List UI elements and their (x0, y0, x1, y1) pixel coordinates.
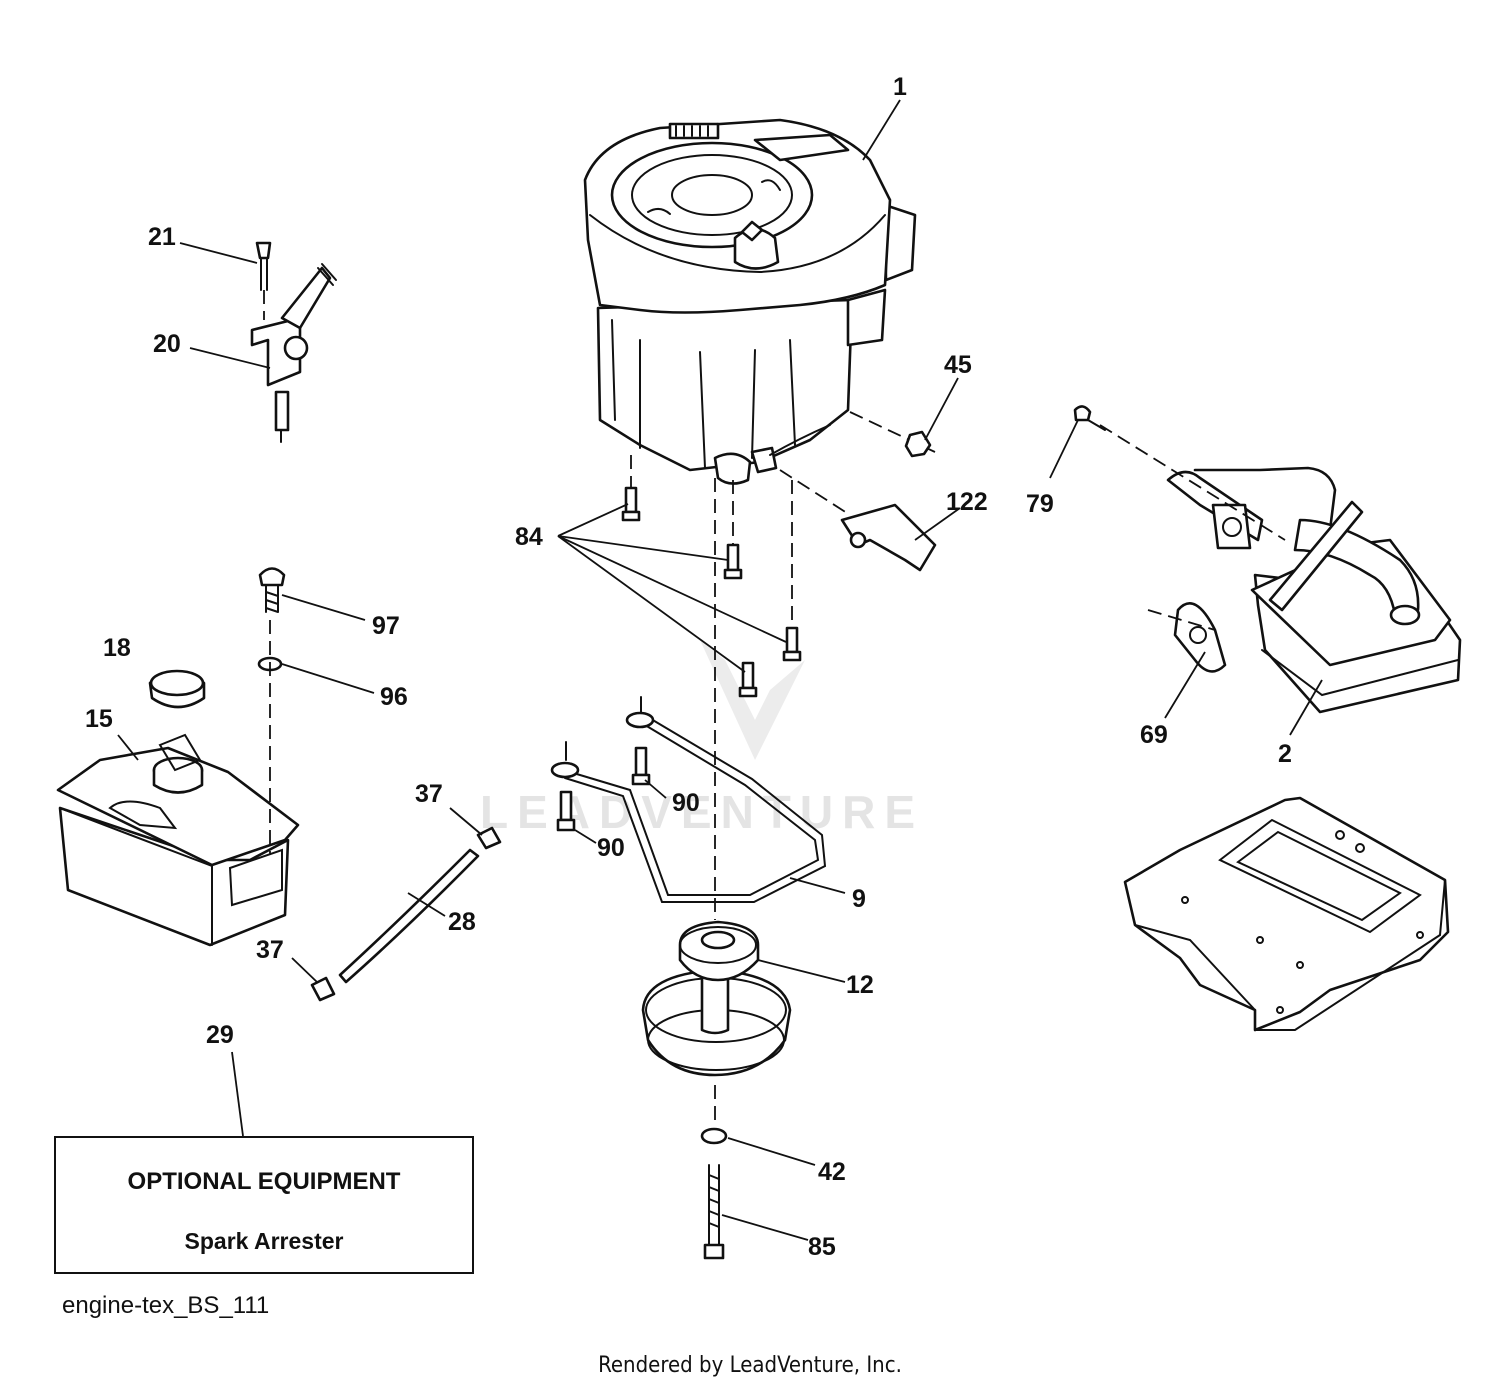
callout-42: 42 (818, 1158, 846, 1186)
callout-90-top: 90 (672, 789, 700, 817)
callout-2: 2 (1278, 740, 1292, 768)
callout-9: 9 (852, 885, 866, 913)
fuel-line (310, 826, 502, 1002)
tank-screw (257, 567, 286, 855)
watermark: LEADVENTURE (480, 640, 924, 838)
optional-equipment-title: OPTIONAL EQUIPMENT (128, 1168, 401, 1195)
callout-12: 12 (846, 971, 874, 999)
callout-28: 28 (448, 908, 476, 936)
muffler (1099, 424, 1462, 714)
engine-bracket (550, 696, 827, 903)
callouts: 1 2 9 12 15 18 20 21 28 29 37 37 42 45 6… (85, 73, 1292, 1261)
callout-45: 45 (944, 351, 972, 379)
diagram-filename: engine-tex_BS_111 (62, 1292, 269, 1319)
leader-lines (117, 99, 1323, 1241)
callout-90-bottom: 90 (597, 834, 625, 862)
engine-bolts (621, 455, 802, 698)
optional-equipment-subtitle: Spark Arrester (185, 1228, 344, 1254)
callout-97: 97 (372, 612, 400, 640)
engine (583, 118, 917, 485)
rendered-by-footer: Rendered by LeadVenture, Inc. (598, 1353, 902, 1378)
pulleys (641, 478, 792, 1260)
callout-85: 85 (808, 1233, 836, 1261)
callout-37-top: 37 (415, 780, 443, 808)
throttle-control (250, 241, 337, 443)
callout-96: 96 (380, 683, 408, 711)
engine-mount-plate (1123, 796, 1450, 1032)
engine-nut-guard (779, 411, 937, 572)
callout-79: 79 (1026, 490, 1054, 518)
fuel-tank (56, 733, 300, 947)
callout-69: 69 (1140, 721, 1168, 749)
optional-equipment-box: OPTIONAL EQUIPMENT Spark Arrester (54, 1136, 474, 1274)
callout-29: 29 (206, 1021, 234, 1049)
callout-37-bottom: 37 (256, 936, 284, 964)
callout-21: 21 (148, 223, 176, 251)
callout-84: 84 (515, 523, 543, 551)
exhaust-gasket (1147, 602, 1227, 673)
muffler-bolt (1073, 405, 1106, 431)
callout-20: 20 (153, 330, 181, 358)
watermark-text: LEADVENTURE (480, 786, 924, 838)
fuel-cap (148, 669, 206, 709)
callout-18: 18 (103, 634, 131, 662)
callout-15: 15 (85, 705, 113, 733)
callout-122: 122 (946, 488, 988, 516)
callout-1: 1 (893, 73, 907, 101)
